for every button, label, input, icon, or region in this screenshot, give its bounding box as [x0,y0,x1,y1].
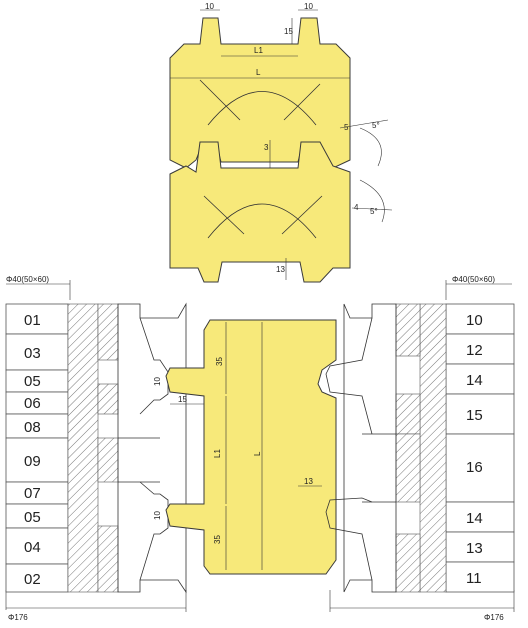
dim-big-L1: L1 [213,449,222,458]
left-spacer-09: 09 [24,453,41,470]
left-spacer-01: 01 [24,312,41,329]
top-profile-lower [169,141,351,283]
dim-big-35-top: 35 [215,357,224,366]
left-spacer-06: 06 [24,395,41,412]
left-spacer-07: 07 [24,485,41,502]
left-spacer-03: 03 [24,345,41,362]
left-diameter-label: Φ176 [8,613,28,622]
dim-top-w2: 10 [304,2,313,11]
dim-big-13: 13 [304,477,313,486]
dim-big-10-top: 10 [153,377,162,386]
right-spacer-15: 15 [466,407,483,424]
dim-big-35-bot: 35 [213,535,222,544]
dim-big-15: 15 [178,395,187,404]
right-spacer-10: 10 [466,312,483,329]
dim-top-h: 15 [284,27,293,36]
right-spacer-12: 12 [466,342,483,359]
left-spacer-05b: 05 [24,509,41,526]
right-blade [343,303,397,593]
dim-bottom-h: 13 [276,265,285,274]
dim-top-L1: L1 [254,46,263,55]
right-spacer-14a: 14 [466,372,483,389]
center-profile [165,319,337,575]
left-blade [117,302,187,594]
dim-angle-1: 5° [372,121,380,130]
right-spacer-13: 13 [466,540,483,557]
top-profile-upper [169,17,351,169]
left-spacer-05a: 05 [24,373,41,390]
dim-big-L: L [253,451,262,456]
left-spacer-04: 04 [24,539,41,556]
right-diameter-label: Φ176 [484,613,504,622]
dim-offset-1: 5 [344,123,349,132]
right-spacer-16: 16 [466,459,483,476]
dim-big-10-bot: 10 [153,511,162,520]
dim-top-w1: 10 [205,2,214,11]
left-spacer-08: 08 [24,419,41,436]
left-spacer-02: 02 [24,571,41,588]
right-bore-label: Φ40(50×60) [452,275,495,284]
left-bore-label: Φ40(50×60) [6,275,49,284]
dim-angle-2: 5° [370,207,378,216]
right-spacer-14b: 14 [466,510,483,527]
dim-top-L: L [256,68,261,77]
dim-offset-2: 4 [354,203,359,212]
dim-mid-gap: 3 [264,143,269,152]
right-spacer-11: 11 [466,570,482,587]
